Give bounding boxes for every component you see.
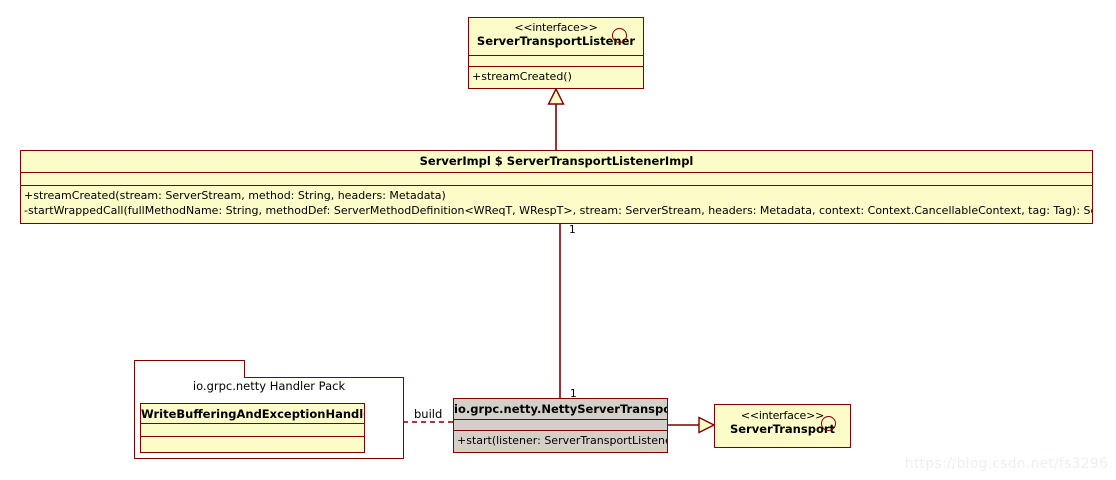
- watermark-text: https://blog.csdn.net/fs3296: [904, 456, 1108, 472]
- operation-item: +streamCreated(): [472, 70, 572, 83]
- operation-item: -startWrappedCall(fullMethodName: String…: [24, 204, 1092, 217]
- operations-compartment: [141, 437, 364, 452]
- class-box-netty-server-transport[interactable]: io.grpc.netty.NettyServerTransport +star…: [453, 398, 668, 453]
- attributes-compartment: [454, 420, 667, 431]
- connector-realization-impl-to-listener: [547, 87, 565, 150]
- class-name-label: WriteBufferingAndExceptionHandler: [141, 407, 364, 421]
- operation-item: +streamCreated(stream: ServerStream, met…: [24, 189, 446, 202]
- class-box-server-transport-listener[interactable]: <<interface>> ServerTransportListener +s…: [468, 17, 644, 89]
- operations-compartment: +start(listener: ServerTransportListener…: [454, 431, 667, 452]
- class-name-label: io.grpc.netty.NettyServerTransport: [454, 402, 667, 416]
- connector-realization-netty-to-transport: [668, 416, 716, 434]
- class-name-label: ServerTransportListener: [476, 34, 636, 48]
- class-name-label: ServerImpl $ ServerTransportListenerImpl: [419, 154, 694, 168]
- dependency-label-build: build: [414, 407, 443, 421]
- interface-circle-icon: [612, 28, 627, 43]
- package-tab: [134, 360, 245, 378]
- attributes-compartment: [469, 56, 643, 67]
- attributes-compartment: [21, 173, 1092, 186]
- stereotype-label: <<interface>>: [740, 409, 825, 422]
- class-name-label: ServerTransport: [729, 422, 836, 436]
- class-name-compartment: <<interface>> ServerTransportListener: [469, 18, 643, 56]
- operations-compartment: +streamCreated(): [469, 67, 643, 88]
- class-name-compartment: WriteBufferingAndExceptionHandler: [141, 404, 364, 424]
- operation-item: +start(listener: ServerTransportListener…: [457, 434, 667, 447]
- attributes-compartment: [141, 424, 364, 437]
- association-target-multiplicity: 1: [570, 388, 577, 400]
- package-label: io.grpc.netty Handler Pack: [192, 379, 346, 393]
- class-name-compartment: ServerImpl $ ServerTransportListenerImpl: [21, 151, 1092, 173]
- class-box-server-transport-listener-impl[interactable]: ServerImpl $ ServerTransportListenerImpl…: [20, 150, 1093, 224]
- class-name-compartment: io.grpc.netty.NettyServerTransport: [454, 399, 667, 420]
- interface-circle-icon: [821, 416, 836, 431]
- class-box-write-buffering-and-exception-handler[interactable]: WriteBufferingAndExceptionHandler: [140, 403, 365, 453]
- operations-compartment: +streamCreated(stream: ServerStream, met…: [21, 186, 1092, 223]
- stereotype-label: <<interface>>: [514, 21, 598, 34]
- class-name-compartment: <<interface>> ServerTransport: [715, 405, 850, 447]
- association-source-multiplicity: 1: [569, 224, 576, 236]
- class-box-server-transport[interactable]: <<interface>> ServerTransport: [714, 404, 851, 448]
